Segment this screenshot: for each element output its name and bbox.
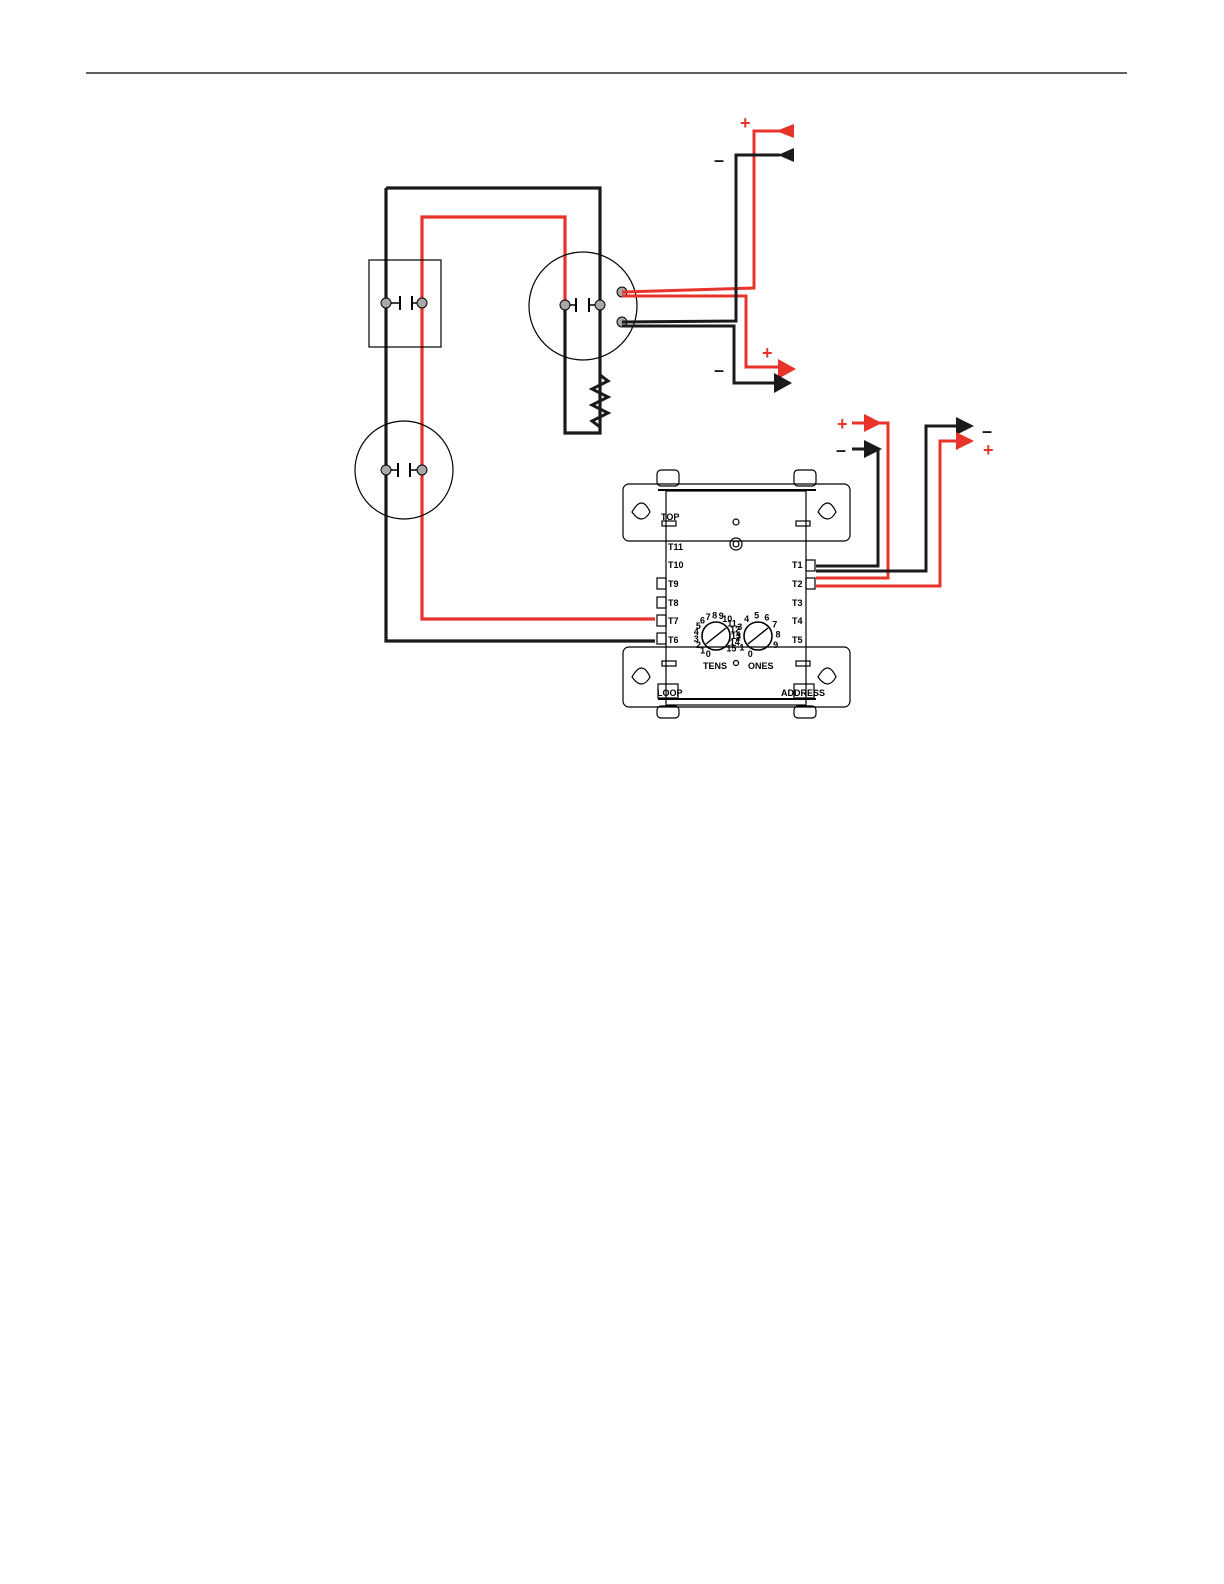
terminal-dot [381,465,391,475]
polarity-plus: + [762,343,773,363]
polarity-plus: + [983,440,994,460]
module-label-tens: TENS [703,661,727,671]
dial-number: 0 [706,649,711,659]
terminal-label: T10 [668,560,684,570]
module-label-top: TOP [661,512,679,522]
terminal-label: T11 [668,542,683,552]
terminal-label: T1 [792,560,803,570]
pull-station [369,260,441,347]
polarity-plus: + [837,414,848,434]
arrow-head [956,417,974,435]
negative-loop-wire [386,188,655,641]
dial-number: 8 [775,630,780,640]
control-module [623,470,850,718]
dial-number: 15 [726,643,736,653]
arrow-head [956,432,974,450]
dial-number: 3 [737,622,742,632]
dial-number: 9 [773,640,778,650]
polarity-minus: – [982,421,992,441]
dial-number: 6 [764,613,769,623]
terminal-dot [417,298,427,308]
detector-negative-wires [622,155,780,383]
dial-number: 7 [706,612,711,622]
dial-number: 6 [700,616,705,626]
polarity-plus: + [740,113,751,133]
arrow-head [778,148,794,162]
detector-upper [529,252,637,360]
polarity-minus: – [714,150,724,170]
terminal-dot [417,465,427,475]
dial-number: 8 [712,611,717,621]
terminal-label: T7 [668,616,679,626]
module-label-address: ADDRESS [781,688,825,698]
dial-number: 1 [739,642,744,652]
terminal-label: T8 [668,598,679,608]
dial-number: 4 [744,614,749,624]
polarity-minus: – [714,360,724,380]
terminal-dot [595,300,605,310]
terminal-label: T4 [792,616,803,626]
positive-loop-wire [422,217,655,619]
dial-number: 7 [772,620,777,630]
arrow-head [776,124,794,138]
dial-number: 2 [736,633,741,643]
arrow-head [778,359,796,379]
dial-number: 5 [754,611,759,621]
arrow-head [864,414,882,432]
terminal-label: T2 [792,579,803,589]
terminal-dot [381,298,391,308]
terminal-label: T9 [668,579,679,589]
terminal-dot [560,300,570,310]
terminal-label: T5 [792,635,803,645]
contact-device-lower [355,421,453,519]
terminal-label: T3 [792,598,803,608]
module-label-loop: LOOP [657,688,683,698]
detector-positive-wires [622,131,786,367]
polarity-minus: – [836,440,846,460]
terminal-label: T6 [668,635,679,645]
module-label-ones: ONES [748,661,774,671]
dial-number: 0 [748,649,753,659]
